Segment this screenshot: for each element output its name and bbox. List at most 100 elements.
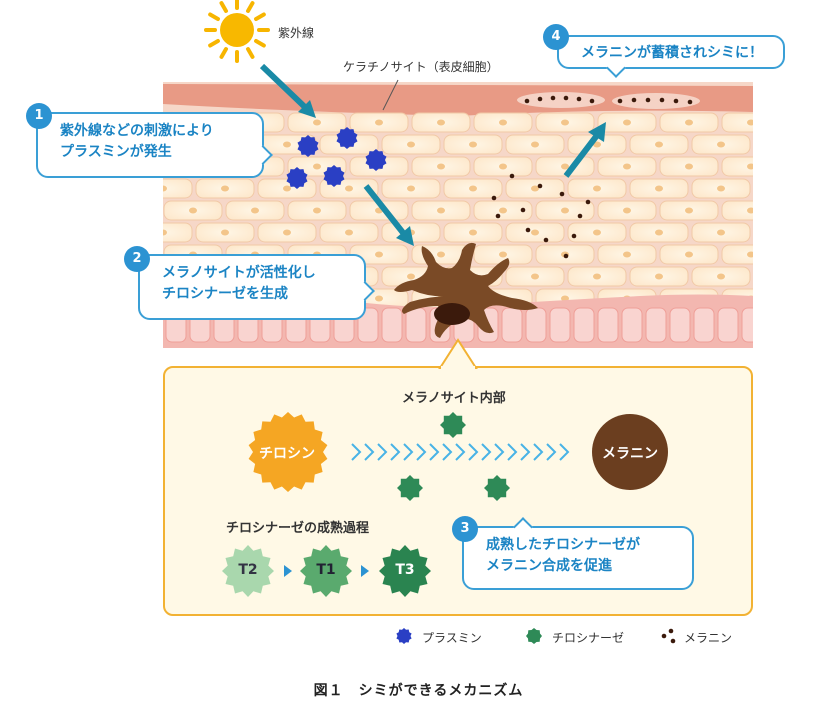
basal-cell xyxy=(549,307,571,343)
cell xyxy=(411,112,471,133)
cell xyxy=(721,112,753,133)
cell xyxy=(443,178,503,199)
tyrosinase-enzyme xyxy=(440,412,466,438)
cell xyxy=(163,178,193,199)
melanin-dot xyxy=(559,191,565,197)
chevron-icon xyxy=(494,443,505,461)
plasmin-particle xyxy=(336,127,358,149)
cell xyxy=(629,266,689,287)
chevron-icon xyxy=(468,443,479,461)
cell xyxy=(691,178,751,199)
legend-plasmin-icon xyxy=(396,628,412,644)
cell xyxy=(505,222,565,243)
tyrosinase-group xyxy=(397,412,510,501)
plasmin-group xyxy=(286,127,387,189)
cell xyxy=(505,134,565,155)
cell xyxy=(535,112,595,133)
chevron-icon xyxy=(559,443,570,461)
melanin-dot xyxy=(537,96,543,102)
cell xyxy=(567,222,627,243)
keratinocyte-pointer-line xyxy=(382,79,399,111)
cell xyxy=(473,200,533,221)
panel-title: メラノサイト内部 xyxy=(402,391,506,406)
melanin-dot xyxy=(589,98,595,104)
cell xyxy=(443,222,503,243)
melanin-rise-arrow xyxy=(563,122,606,178)
chevron-arrow-row xyxy=(351,443,570,461)
chevron-icon xyxy=(429,443,440,461)
melanin-dot xyxy=(537,183,543,189)
cell xyxy=(319,222,379,243)
cell xyxy=(659,244,719,265)
cell xyxy=(473,112,533,133)
plasmin-particle xyxy=(297,135,319,157)
callout-3-line1: 成熟したチロシナーゼが xyxy=(486,537,640,553)
cell xyxy=(505,178,565,199)
cell xyxy=(381,178,441,199)
legend-melanin-label: メラニン xyxy=(684,631,733,645)
callout-step-4: メラニンが蓄積されシミに！ xyxy=(557,35,785,78)
basal-cell xyxy=(573,307,595,343)
cell xyxy=(225,200,285,221)
melanin-dot xyxy=(617,98,623,104)
melanin-dot xyxy=(525,227,531,233)
cell xyxy=(659,200,719,221)
cell xyxy=(597,112,657,133)
callout-1-line2: プラスミンが発生 xyxy=(60,144,172,160)
stage-t2-shape xyxy=(222,545,274,597)
plasmin-particle xyxy=(286,167,308,189)
stage-t3-label: T3 xyxy=(395,562,415,578)
chevron-icon xyxy=(481,443,492,461)
melanin-dot xyxy=(543,237,549,243)
chevron-icon xyxy=(364,443,375,461)
cell xyxy=(721,244,753,265)
cell xyxy=(195,222,255,243)
melanin-dots xyxy=(491,92,700,259)
cell xyxy=(659,112,719,133)
cell xyxy=(659,156,719,177)
stage-t1-label: T1 xyxy=(316,562,336,578)
melanin-dot xyxy=(576,96,582,102)
basal-cell xyxy=(669,307,691,343)
cell xyxy=(629,134,689,155)
cell xyxy=(691,266,751,287)
step-1-badge: 1 xyxy=(26,103,52,129)
chevron-icon xyxy=(377,443,388,461)
cell xyxy=(567,134,627,155)
basal-cell xyxy=(381,307,403,343)
stage-t3-shape xyxy=(379,545,431,597)
uv-label: 紫外線 xyxy=(278,26,315,40)
keratinocyte-label: ケラチノサイト（表皮細胞） xyxy=(343,60,499,74)
melanin-label: メラニン xyxy=(602,446,658,462)
basal-cell xyxy=(357,307,379,343)
plasmin-particle xyxy=(323,165,345,187)
melanin-dot xyxy=(563,253,569,259)
melanin-dot xyxy=(577,213,583,219)
cell xyxy=(597,156,657,177)
uv-arrow xyxy=(259,63,316,118)
cell xyxy=(381,134,441,155)
chevron-icon xyxy=(533,443,544,461)
cell xyxy=(473,156,533,177)
cell xyxy=(567,266,627,287)
melanin-dot xyxy=(585,199,591,205)
cell xyxy=(287,200,347,221)
cell xyxy=(721,156,753,177)
cell xyxy=(629,222,689,243)
melanin-dot xyxy=(687,99,693,105)
stage-arrow-2-icon xyxy=(361,565,369,577)
tyrosinase-enzyme xyxy=(397,475,423,501)
basal-cell xyxy=(621,307,643,343)
chevron-icon xyxy=(455,443,466,461)
cell xyxy=(443,134,503,155)
chevron-icon xyxy=(416,443,427,461)
melanin-dot xyxy=(509,173,515,179)
callout-4-line1: メラニンが蓄積されシミに！ xyxy=(581,45,763,61)
stage-t2-label: T2 xyxy=(238,562,258,578)
melanin-dot xyxy=(524,98,530,104)
step-2-badge: 2 xyxy=(124,246,150,272)
